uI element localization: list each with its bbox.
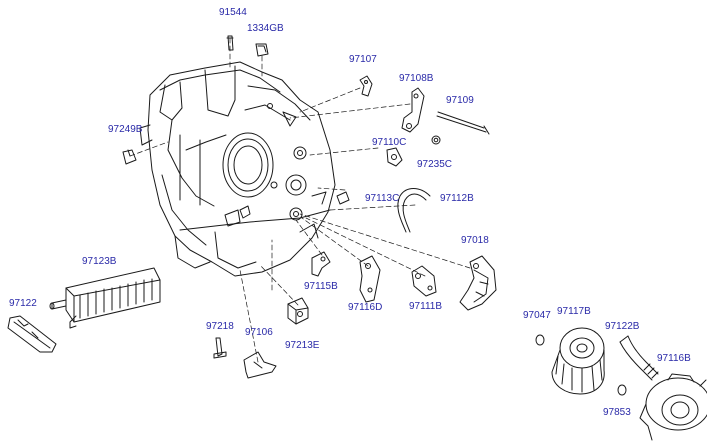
label-97109: 97109: [446, 95, 474, 106]
lever-97116d-icon: [359, 255, 381, 303]
hose-97112b-icon: [397, 188, 431, 233]
label-97108b: 97108B: [399, 73, 434, 84]
label-97112b: 97112B: [440, 193, 474, 204]
label-97853: 97853: [603, 407, 631, 418]
bracket-97106-icon: [243, 351, 277, 379]
label-97122b: 97122B: [605, 321, 640, 332]
lever-97111b-icon: [411, 265, 437, 297]
fan-97117b-icon: [551, 327, 605, 395]
clip-97249b-icon: [122, 149, 137, 165]
heater-case: [139, 61, 336, 277]
link-97107-icon: [359, 75, 373, 97]
screw-97218-icon: [213, 337, 227, 359]
label-97123b: 97123B: [82, 256, 117, 267]
bushing-97110c-icon: [386, 147, 403, 167]
oring-97047-icon: [535, 334, 545, 346]
oring-97853-icon: [617, 384, 627, 396]
label-97047: 97047: [523, 310, 551, 321]
label-91544: 91544: [219, 7, 247, 18]
heater-core-97123b-icon: [49, 267, 161, 329]
label-97218: 97218: [206, 321, 234, 332]
label-97106: 97106: [245, 327, 273, 338]
lever-97108b-icon: [401, 87, 425, 133]
label-97110c: 97110C: [372, 137, 407, 148]
label-97018: 97018: [461, 235, 489, 246]
label-97116b: 97116B: [657, 353, 691, 364]
label-97235c: 97235C: [417, 159, 453, 170]
blower-motor-97116b-icon: [639, 373, 707, 441]
cam-97018-icon: [459, 255, 497, 311]
label-97116d: 97116D: [348, 302, 383, 313]
label-97213e: 97213E: [285, 340, 320, 351]
hose-97122b-icon: [619, 335, 659, 381]
nut-1334gb-icon: [255, 43, 269, 57]
label-97111b: 97111B: [409, 301, 442, 312]
actuator-97213e-icon: [287, 297, 309, 325]
label-97107: 97107: [349, 54, 377, 65]
rod-97109-icon: [436, 111, 490, 135]
label-97115b: 97115B: [304, 281, 338, 292]
label-97249b: 97249B: [108, 124, 143, 135]
label-97113c: 97113C: [365, 193, 400, 204]
leader-lines: [129, 37, 471, 363]
link-97115b-icon: [311, 251, 331, 277]
label-97117b: 97117B: [557, 306, 591, 317]
seal-97122-icon: [7, 315, 57, 353]
washer-97235c-icon: [431, 135, 441, 145]
label-97122: 97122: [9, 298, 37, 309]
screw-91544-icon: [226, 35, 234, 51]
clip-97113c-icon: [336, 191, 350, 205]
label-1334gb: 1334GB: [247, 23, 284, 34]
